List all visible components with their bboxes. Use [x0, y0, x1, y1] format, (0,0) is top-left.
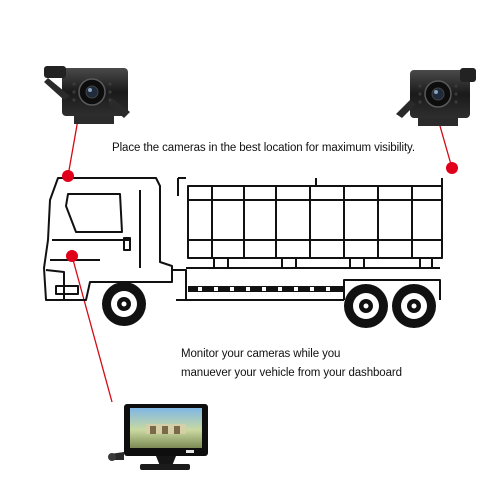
rear-wheel-2 — [392, 284, 436, 328]
monitor-caption-line-1: Monitor your cameras while you — [181, 348, 341, 360]
truck-windshield — [65, 193, 123, 233]
dump-bed-ribs — [211, 178, 443, 258]
truck-headlight — [55, 285, 79, 295]
connector-monitor — [71, 255, 113, 403]
truck-dump-bed — [187, 185, 443, 259]
marker-rear-top — [446, 162, 458, 174]
monitor-caption-line-2: manuever your vehicle from your dashboar… — [181, 367, 402, 379]
left-camera-icon — [44, 66, 130, 124]
rear-wheel-1 — [344, 284, 388, 328]
front-wheel — [102, 282, 146, 326]
right-camera-icon — [396, 68, 476, 126]
marker-cab-front — [66, 250, 78, 262]
connector-right-camera — [439, 125, 453, 169]
truck-door-handle — [123, 237, 131, 251]
placement-caption: Place the cameras in the best location f… — [112, 142, 415, 154]
bed-underframe — [213, 258, 433, 268]
truck-cab — [43, 177, 173, 301]
truck-outline — [43, 177, 443, 301]
dashboard-monitor-icon — [108, 404, 208, 470]
truck-wheels — [102, 282, 436, 328]
truck-side-skirt — [188, 286, 344, 292]
marker-cab-top — [62, 170, 74, 182]
placement-markers — [62, 162, 458, 262]
